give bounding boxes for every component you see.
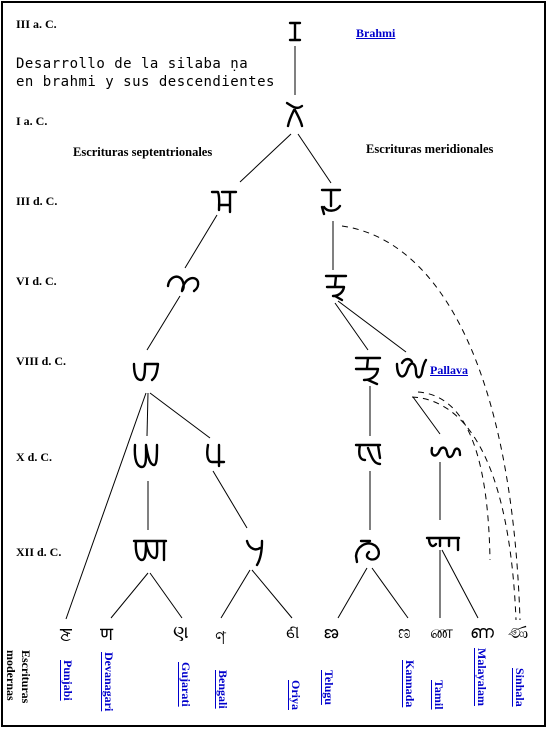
southern-scripts-heading: Escrituras meridionales: [366, 142, 494, 156]
edge-to-malayalam: [441, 549, 479, 619]
glyph-south-6ad: [324, 274, 348, 302]
brahmi-link[interactable]: Brahmi: [356, 26, 396, 40]
pallava-link[interactable]: Pallava: [430, 363, 468, 377]
link-gujarati[interactable]: Gujarati: [179, 662, 193, 707]
era-label-3ad: III d. C.: [16, 194, 58, 208]
link-oriya[interactable]: Oriya: [289, 680, 303, 710]
era-label-10ad: X d. C.: [16, 450, 53, 464]
tree-edges: [65, 46, 479, 620]
modern-glyph-bengali: ণ: [215, 628, 226, 648]
link-sinhala[interactable]: Sinhala: [513, 668, 527, 707]
glyph-north-3ad: [210, 190, 238, 214]
dashed-edge-3ad-sinhala: [341, 225, 521, 621]
glyph-10ad-tamil: [430, 446, 462, 459]
edge-10ad-12ad-b: [212, 470, 248, 529]
link-punjabi[interactable]: Punjabi: [61, 660, 75, 701]
link-bengali[interactable]: Bengali: [216, 670, 230, 709]
era-label-8ad: VIII d. C.: [16, 354, 67, 368]
modern-glyph-gujarati: ણ: [173, 622, 189, 642]
edge-to-devanagari: [110, 572, 149, 619]
modern-scripts-label-line-2: modernas: [4, 650, 18, 701]
era-label-6ad: VI d. C.: [16, 274, 57, 288]
modern-glyph-tamil: ண: [430, 622, 453, 642]
diagram-subtitle: Desarrollo de la silaba ṇa en brahmi y s…: [16, 55, 275, 91]
edge-to-oriya: [251, 569, 293, 619]
edge-3ad-6ad-north: [184, 214, 218, 269]
edge-to-kannada: [371, 567, 409, 619]
edge-1bc-north: [239, 133, 292, 183]
glyph-10ad-a: [133, 443, 159, 469]
edge-8ad-10ad-b: [149, 392, 211, 439]
edge-6ad-8ad-north: [146, 295, 181, 351]
edge-to-punjabi: [65, 392, 147, 620]
edge-1bc-south: [297, 133, 332, 184]
era-label-1bc: I a. C.: [16, 114, 48, 128]
glyph-10ad-b: [206, 443, 226, 468]
link-telugu[interactable]: Telugu: [322, 670, 336, 705]
era-label-12ad: XII d. C.: [16, 545, 62, 559]
glyph-12ad-south: [354, 539, 380, 564]
modern-glyph-oriya: ଣ: [286, 622, 300, 642]
subtitle-line-1: Desarrollo de la silaba ṇa: [16, 56, 249, 72]
subtitle-line-2: en brahmi y sus descendientes: [16, 74, 275, 90]
link-tamil[interactable]: Tamil: [432, 680, 446, 710]
glyph-south-8ad: [354, 356, 382, 386]
modern-glyph-sinhala: ණ: [508, 622, 529, 642]
historical-glyphs: [132, 21, 462, 567]
tree-dashed-edges: [341, 225, 521, 621]
glyph-brahmi-3bc: [288, 21, 302, 42]
glyph-north-6ad: [166, 275, 200, 293]
edge-8ad-10ad-a: [146, 392, 149, 437]
edge-to-bengali: [220, 569, 251, 619]
northern-scripts-heading: Escrituras septentrionales: [73, 145, 213, 159]
modern-scripts-label-line-1: Escrituras: [19, 650, 33, 704]
modern-glyph-telugu: ణ: [324, 622, 339, 642]
glyph-north-8ad: [132, 362, 160, 382]
glyph-12ad-tamil: [425, 536, 461, 552]
edge-to-telugu: [337, 567, 368, 619]
glyph-1bc: [285, 101, 304, 128]
edge-6ad-telugu-kannada: [334, 302, 369, 351]
modern-glyph-devanagari: ण: [100, 624, 114, 644]
glyph-10ad-south: [354, 443, 382, 466]
modern-glyph-malayalam: ണ: [470, 622, 494, 642]
dashed-edge-pallava-sinhala: [411, 396, 517, 621]
edge-pallava-tamil: [412, 396, 441, 435]
glyph-12ad-b: [245, 539, 264, 567]
glyph-south-3ad: [320, 188, 342, 216]
dashed-edge-pallava-malayalam: [417, 391, 491, 561]
edge-6ad-pallava: [337, 300, 407, 353]
edge-to-gujarati: [149, 572, 183, 619]
glyph-12ad-a: [132, 539, 168, 562]
modern-scripts-label: Escrituras modernas: [4, 650, 33, 704]
modern-glyph-kannada: ಣ: [398, 622, 411, 642]
link-devanagari[interactable]: Devanagari: [102, 652, 116, 712]
link-malayalam[interactable]: Malayalam: [475, 648, 489, 706]
modern-glyph-punjabi: ਣ: [60, 624, 72, 644]
glyph-pallava-8ad: [395, 357, 428, 379]
era-label-3bc: III a. C.: [16, 17, 57, 31]
link-kannada[interactable]: Kannada: [403, 660, 417, 708]
